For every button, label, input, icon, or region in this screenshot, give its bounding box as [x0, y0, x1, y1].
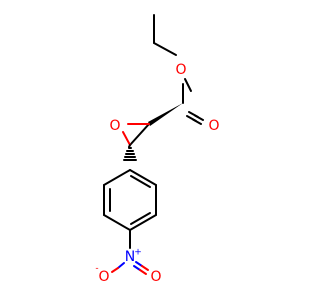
bond-ring-4: [129, 214, 157, 231]
charge-nitro-n: +: [134, 248, 142, 258]
bond-ring-inner-2: [130, 212, 151, 225]
molecule-diagram: O O O N + O - O: [95, 14, 220, 285]
bond-ring-inner-3: [130, 175, 151, 188]
bond-ring-6: [129, 169, 157, 186]
bond-ester-o-carbonyl-c: [184, 78, 192, 92]
bond-n-to-o-right-1-red: [141, 265, 149, 271]
bond-carbonyl-double-2-red: [192, 118, 202, 125]
bond-n-to-o-right-2: [133, 265, 141, 271]
bond-ring-1: [103, 169, 131, 186]
wedge-carbonyl-to-epoxide: [148, 103, 183, 126]
structure-svg: O O O N + O - O: [95, 14, 220, 285]
atom-epoxide-o: O: [109, 118, 120, 134]
atom-ester-o: O: [175, 62, 186, 78]
bond-n-to-o-left: [117, 262, 125, 269]
atom-nitro-n: N: [125, 249, 135, 265]
hash-wedge-epoxide-to-ring: [123, 144, 137, 161]
bond-carbonyl-double-1-red: [194, 114, 204, 121]
bond-epoxide-c1-c2: [129, 123, 150, 146]
bond-n-to-o-right-2-red: [139, 269, 147, 275]
bond-epoxide-c2-o: [122, 131, 131, 146]
charge-nitro-o-left: -: [95, 264, 98, 274]
bond-ring-3: [103, 214, 131, 231]
bond-n-to-o-left-red: [111, 267, 119, 273]
atom-carbonyl-o: O: [208, 118, 219, 134]
bond-n-to-o-right-1: [135, 261, 143, 267]
atom-nitro-o-left: O: [98, 269, 109, 285]
atom-nitro-o-right: O: [150, 269, 161, 285]
bond-ethyl-ch2-o: [153, 42, 177, 56]
